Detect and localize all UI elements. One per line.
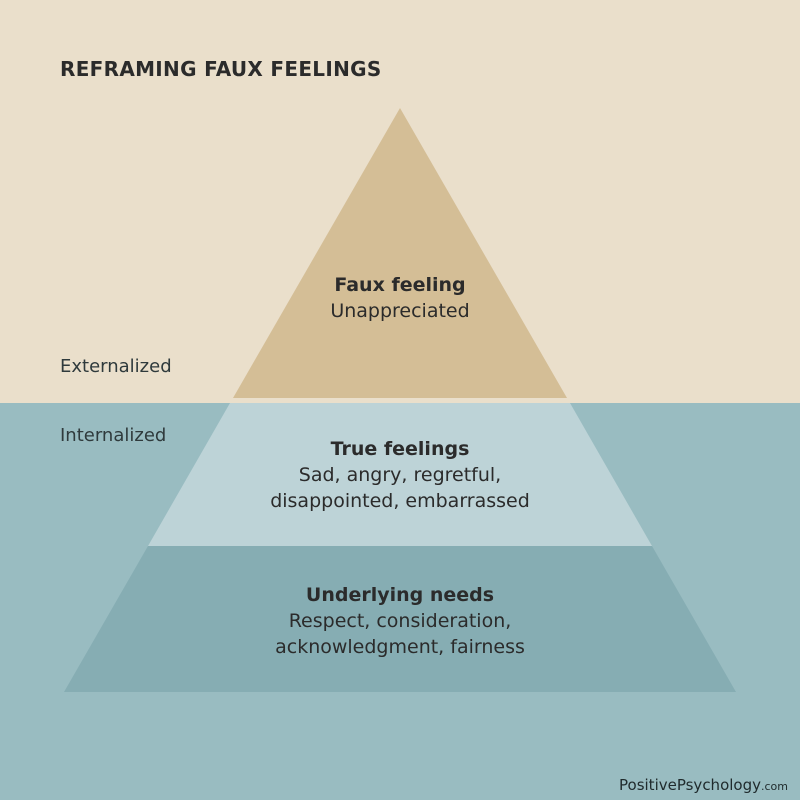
tier-top-detail-line-1: Unappreciated (330, 300, 470, 322)
tier-middle-detail-line-1: Sad, angry, regretful, (298, 464, 502, 486)
tier-middle-detail-line-2: disappointed, embarrassed (270, 490, 530, 512)
brand-suffix: .com (761, 780, 788, 793)
tier-middle-text: True feelings Sad, angry, regretful, dis… (200, 436, 600, 514)
brand-name: PositivePsychology (619, 776, 761, 794)
brand-logo-text: PositivePsychology.com (619, 776, 788, 794)
tier-top-heading: Faux feeling (334, 274, 466, 296)
tier-top-text: Faux feeling Unappreciated (200, 272, 600, 324)
tier-bottom-heading: Underlying needs (305, 584, 495, 606)
tier-bottom-detail-line-1: Respect, consideration, (288, 610, 512, 632)
externalized-label: Externalized (60, 356, 172, 377)
tier-bottom-detail-line-2: acknowledgment, fairness (275, 636, 525, 658)
internalized-label: Internalized (60, 425, 167, 446)
diagram-title: REFRAMING FAUX FEELINGS (60, 57, 382, 81)
pyramid-tier-bottom (64, 546, 736, 692)
pyramid-tier-middle (148, 403, 652, 546)
tier-middle-heading: True feelings (330, 438, 470, 460)
pyramid-tier-top (233, 108, 567, 398)
tier-bottom-text: Underlying needs Respect, consideration,… (200, 582, 600, 660)
